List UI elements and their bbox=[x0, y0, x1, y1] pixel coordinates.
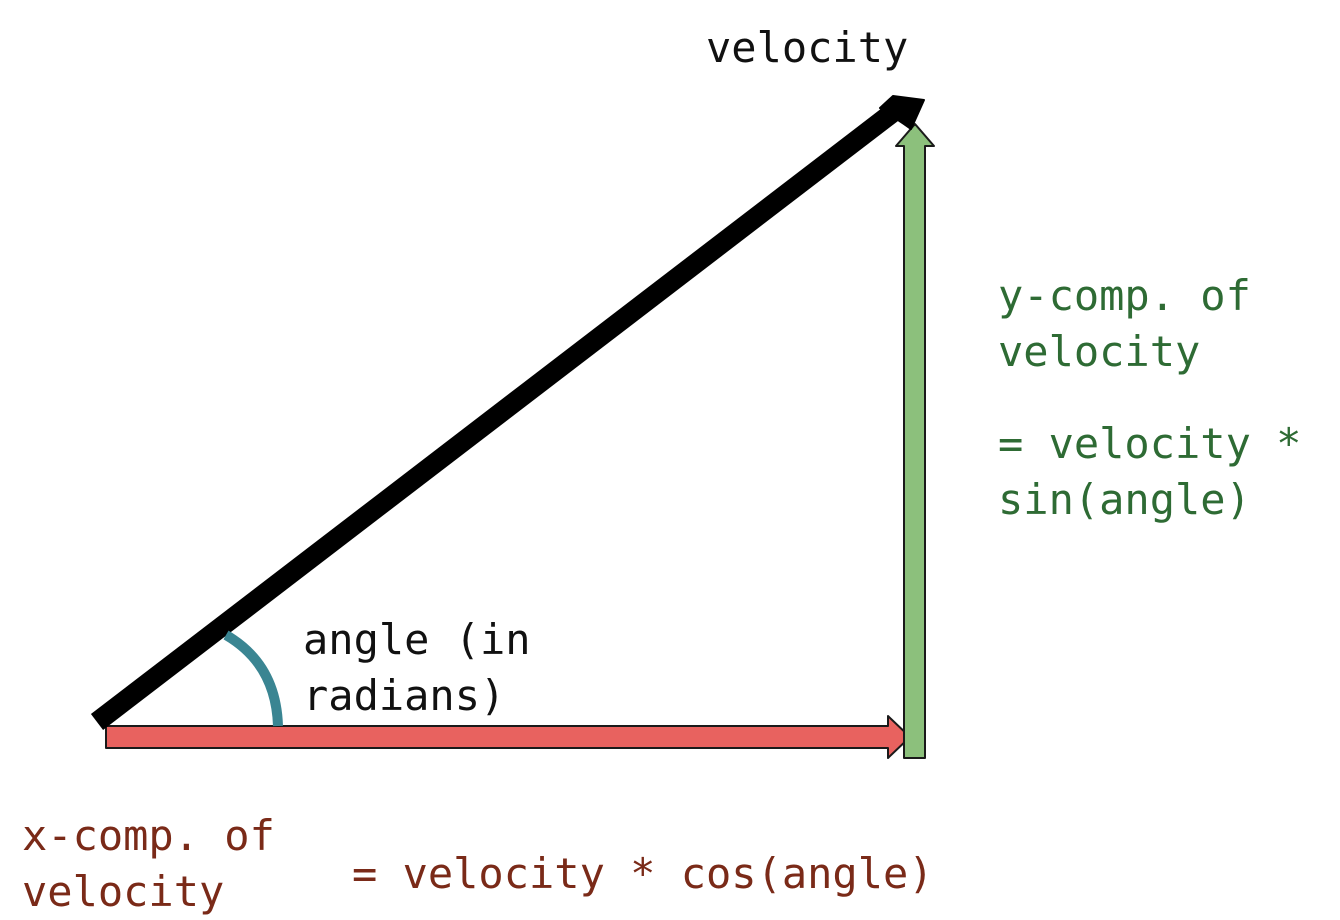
velocity-vector-shaft bbox=[90, 105, 899, 730]
x-component-label-line1: x-comp. of bbox=[22, 811, 275, 860]
angle-label-line1: angle (in bbox=[303, 615, 531, 664]
y-component-label-line2: velocity bbox=[998, 327, 1201, 376]
x-component-arrow bbox=[105, 715, 911, 759]
y-component-formula: = velocity * sin(angle) bbox=[998, 416, 1301, 528]
x-component-formula: = velocity * cos(angle) bbox=[352, 846, 934, 902]
y-component-label: y-comp. of velocity bbox=[998, 268, 1251, 380]
velocity-label-text: velocity bbox=[706, 23, 909, 72]
y-component-formula-line2: sin(angle) bbox=[998, 475, 1251, 524]
angle-arc bbox=[223, 630, 283, 727]
x-component-label-line2: velocity bbox=[22, 867, 225, 916]
angle-label-line2: radians) bbox=[303, 671, 506, 720]
x-component-label: x-comp. of velocity bbox=[22, 808, 275, 920]
y-component-label-line1: y-comp. of bbox=[998, 271, 1251, 320]
x-component-formula-text: = velocity * cos(angle) bbox=[352, 849, 934, 898]
velocity-label: velocity bbox=[706, 20, 908, 76]
velocity-vector-head bbox=[879, 95, 925, 130]
y-component-formula-line1: = velocity * bbox=[998, 419, 1302, 468]
angle-label: angle (in radians) bbox=[303, 612, 531, 724]
y-component-arrow bbox=[895, 123, 935, 759]
